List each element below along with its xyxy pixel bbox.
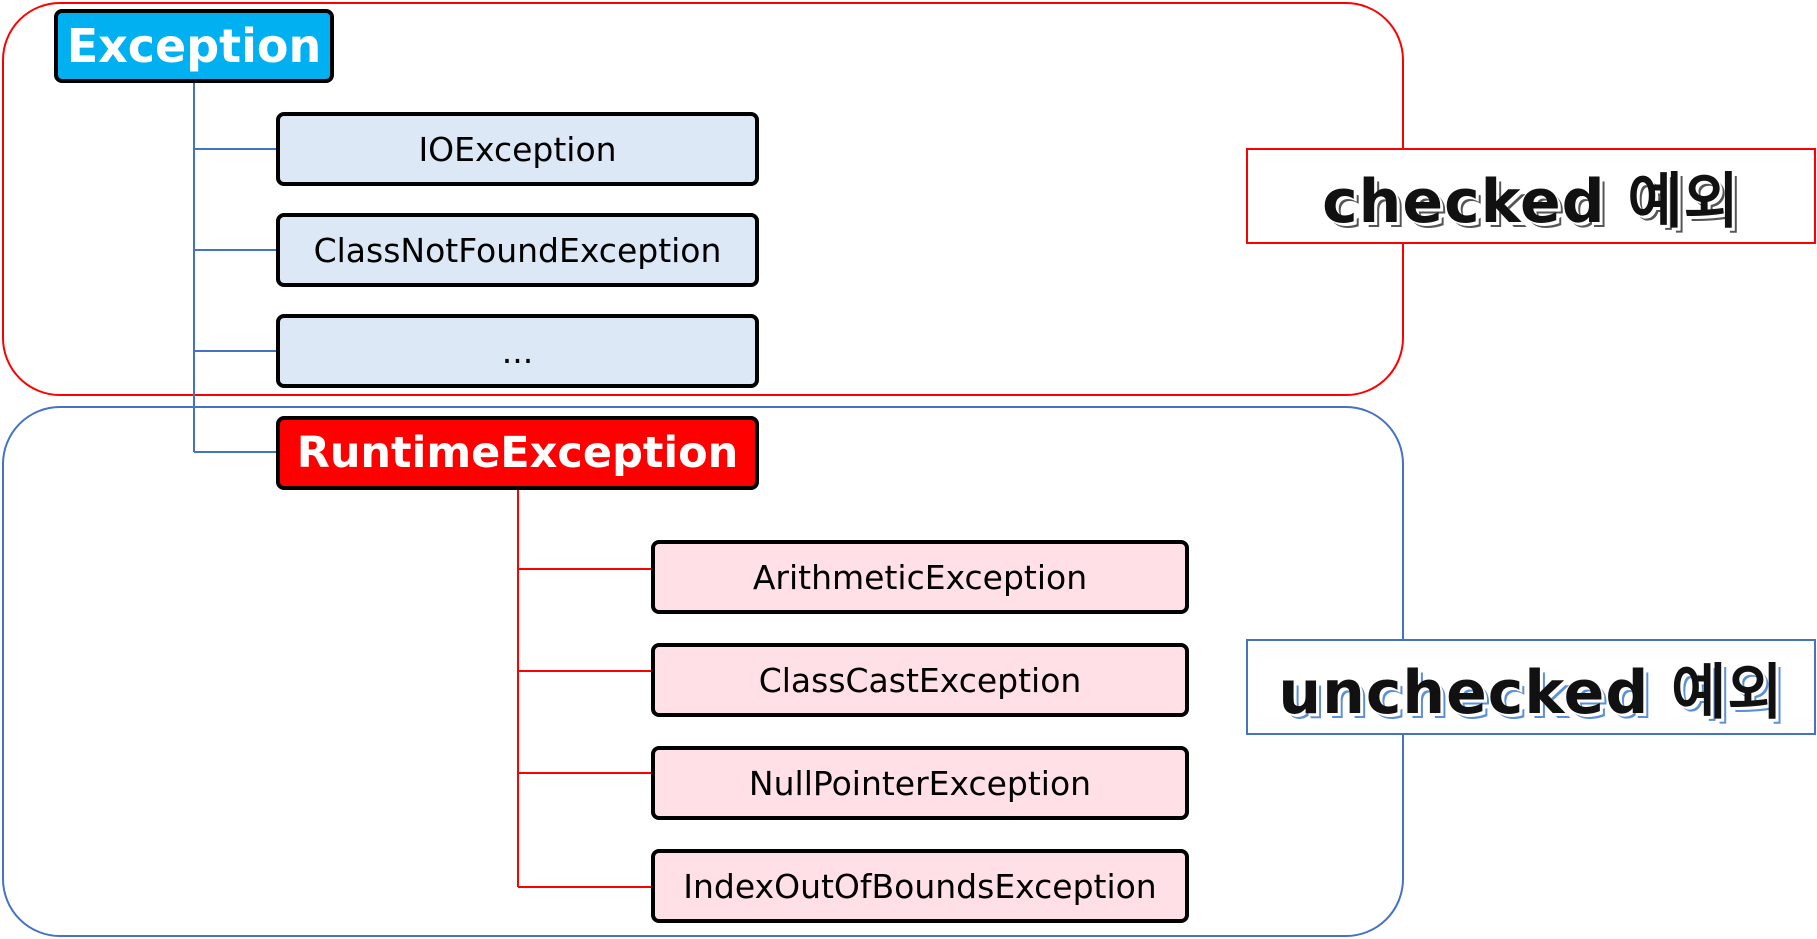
exception-node: Exception bbox=[54, 9, 334, 83]
classcastexception-node: ClassCastException bbox=[651, 643, 1189, 717]
arithmeticexception-node: ArithmeticException bbox=[651, 540, 1189, 614]
unchecked-exception-label: unchecked 예외 bbox=[1246, 639, 1816, 735]
checked-exception-label: checked 예외 bbox=[1246, 148, 1816, 244]
classnotfoundexception-node: ClassNotFoundException bbox=[276, 213, 759, 287]
nullpointerexception-node: NullPointerException bbox=[651, 746, 1189, 820]
ellipsis-node: ... bbox=[276, 314, 759, 388]
ioexception-node: IOException bbox=[276, 112, 759, 186]
indexoutofboundsexception-node: IndexOutOfBoundsException bbox=[651, 849, 1189, 923]
runtimeexception-node: RuntimeException bbox=[276, 416, 759, 490]
